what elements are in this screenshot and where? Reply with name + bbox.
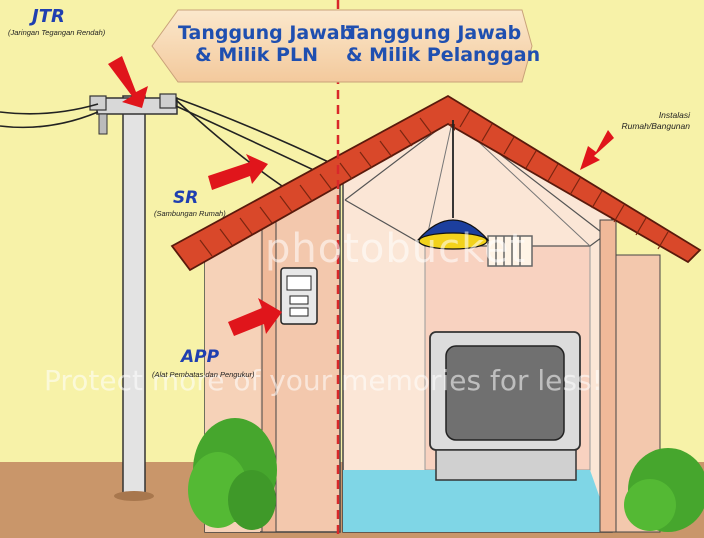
television (429, 331, 581, 481)
pln-responsibility-label: Tanggung Jawab & Milik PLN (178, 22, 354, 66)
app-label: APP (181, 347, 220, 367)
instalasi-label: Instalasi Rumah/Bangunan (600, 110, 690, 132)
pln-label-line2: & Milik PLN (195, 44, 318, 66)
jtr-sublabel: (Jaringan Tegangan Rendah) (8, 28, 106, 37)
electric-meter (280, 267, 318, 325)
pln-label-line1: Tanggung Jawab (178, 22, 354, 44)
ownership-banner-arrow (151, 9, 533, 83)
photobucket-watermark-slogan: Protect more of your memories for less! (44, 364, 603, 397)
customer-label-line2: & Milik Pelanggan (346, 44, 541, 66)
app-sublabel: (Alat Pembatas dan Pengukur) (152, 370, 255, 379)
sr-sublabel: (Sambungan Rumah) (154, 209, 226, 218)
bush-left (188, 418, 277, 530)
roof (170, 94, 702, 272)
instalasi-line1: Instalasi (658, 110, 690, 120)
bush-right (624, 448, 704, 532)
pointer-arrows (108, 56, 614, 336)
instalasi-line2: Rumah/Bangunan (621, 121, 690, 131)
customer-label-line1: Tanggung Jawab (346, 22, 522, 44)
jtr-label: JTR (32, 6, 65, 27)
photobucket-watermark-logo: photobucket (265, 226, 527, 272)
hanging-lamp (416, 120, 490, 250)
sr-label: SR (173, 188, 199, 208)
customer-responsibility-label: Tanggung Jawab & Milik Pelanggan (346, 22, 540, 66)
